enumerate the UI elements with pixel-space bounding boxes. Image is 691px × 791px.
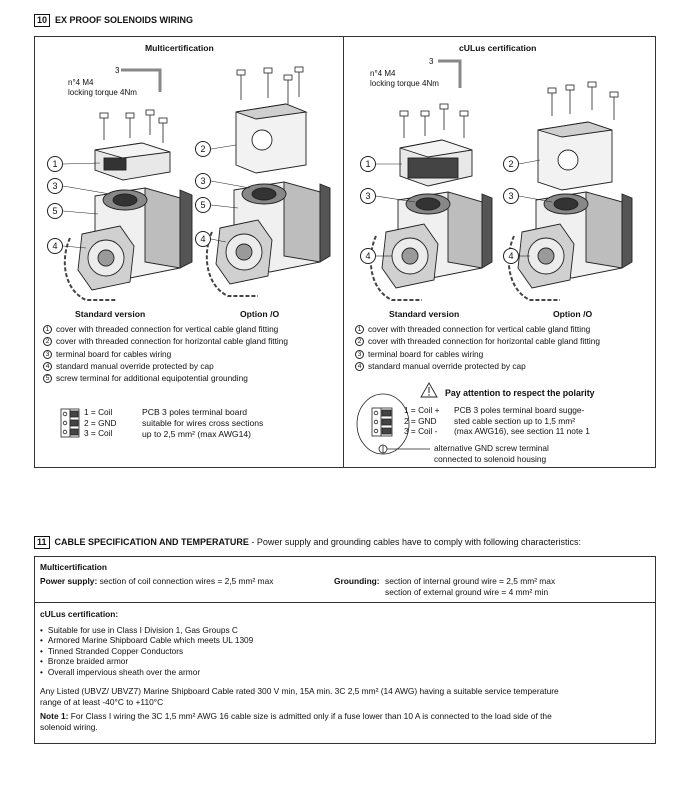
- note-1: Note 1: For Class I wiring the 3C 1,5 mm…: [40, 711, 552, 732]
- warning-icon: [420, 382, 438, 398]
- part-marker-3: 3: [360, 188, 376, 204]
- pcb-description: PCB 3 poles terminal board suitable for …: [142, 407, 264, 439]
- cable-requirements-list: Suitable for use in Class I Division 1, …: [40, 625, 253, 677]
- part-marker-1: 1: [47, 156, 63, 172]
- callout-number: 3: [429, 57, 434, 66]
- listed-cable-text: Any Listed (UBVZ/ UBVZ7) Marine Shipboar…: [40, 686, 559, 707]
- callout-number: 3: [115, 66, 120, 75]
- grounding-label: Grounding:: [334, 576, 380, 586]
- section-10-frame: [34, 36, 656, 468]
- part-marker-3: 3: [503, 188, 519, 204]
- list-item: Armored Marine Shipboard Cable which mee…: [40, 635, 253, 645]
- list-item: Tinned Stranded Copper Conductors: [40, 646, 253, 656]
- torque-label: locking torque 4Nm: [68, 88, 137, 97]
- multicert-title: Multicertification: [145, 43, 214, 53]
- part-marker-3: 3: [47, 178, 63, 194]
- torque-label: locking torque 4Nm: [370, 79, 439, 88]
- caption-standard-version: Standard version: [389, 309, 460, 319]
- list-item: Bronze braided armor: [40, 656, 253, 666]
- part-marker-4: 4: [47, 238, 63, 254]
- caption-option-o: Option /O: [553, 309, 593, 319]
- terminal-assignment: 1 = Coil 2 = GND 3 = Coil: [84, 407, 117, 438]
- part-marker-1: 1: [360, 156, 376, 172]
- part-marker-4: 4: [195, 231, 211, 247]
- column-divider: [343, 36, 344, 468]
- multicert-heading: Multicertification: [40, 562, 108, 572]
- caption-option-o: Option /O: [240, 309, 280, 319]
- gnd-screw-note: alternative GND screw terminal connected…: [434, 443, 549, 464]
- screw-count-label: n°4 M4: [370, 69, 396, 78]
- divider: [34, 602, 656, 603]
- terminal-assignment: 1 = Coil + 2 = GND 3 = Coil -: [404, 405, 440, 436]
- part-marker-5: 5: [47, 203, 63, 219]
- list-item: Overall impervious sheath over the armor: [40, 667, 253, 677]
- power-supply-spec: Power supply: section of coil connection…: [40, 576, 274, 586]
- list-item: Suitable for use in Class I Division 1, …: [40, 625, 253, 635]
- caption-standard-version: Standard version: [75, 309, 146, 319]
- culus-heading: cULus certification:: [40, 609, 119, 619]
- grounding-spec: section of internal ground wire = 2,5 mm…: [385, 576, 556, 597]
- polarity-warning: Pay attention to respect the polarity: [445, 388, 595, 398]
- part-marker-5: 5: [195, 197, 211, 213]
- part-marker-4: 4: [360, 248, 376, 264]
- section-number: 11: [34, 536, 50, 549]
- pcb-description: PCB 3 poles terminal board sugge- sted c…: [454, 405, 590, 436]
- section-number: 10: [34, 14, 51, 27]
- part-marker-2: 2: [503, 156, 519, 172]
- part-marker-3: 3: [195, 173, 211, 189]
- screw-count-label: n°4 M4: [68, 78, 94, 87]
- part-marker-4: 4: [503, 248, 519, 264]
- culus-title: cULus certification: [459, 43, 537, 53]
- part-marker-2: 2: [195, 141, 211, 157]
- terminal-board-icon: [60, 408, 80, 438]
- section-11-frame: [34, 556, 656, 744]
- terminal-board-polarity-icon: [356, 393, 430, 455]
